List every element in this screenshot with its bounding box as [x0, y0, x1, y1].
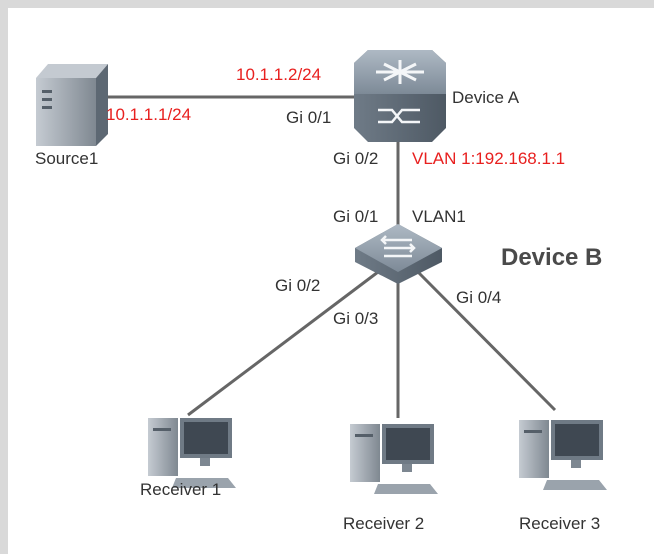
link-device-b-receiver-3	[416, 270, 557, 412]
source-name: Source1	[35, 149, 99, 168]
receiver-2-computer-icon	[350, 424, 438, 494]
device-b-name: Device B	[501, 244, 603, 271]
device-b-port-r1: Gi 0/2	[275, 276, 321, 295]
device-b-port-up: Gi 0/1	[333, 207, 379, 226]
device-a-port-down: Gi 0/2	[333, 149, 379, 168]
device-a-name: Device A	[452, 88, 520, 107]
receiver-2-name: Receiver 2	[343, 514, 425, 533]
switch-icon	[355, 224, 442, 284]
device-a-port-source: Gi 0/1	[286, 108, 332, 127]
receiver-1-name: Receiver 1	[140, 480, 222, 499]
device-b-vlan-label: VLAN1	[412, 207, 466, 226]
link-device-b-receiver-1	[187, 270, 379, 417]
server-icon	[36, 64, 108, 146]
receiver-3-computer-icon	[519, 420, 607, 490]
receiver-3-name: Receiver 3	[519, 514, 601, 533]
device-b-port-r3: Gi 0/4	[456, 288, 502, 307]
router-icon	[354, 50, 446, 142]
device-b-port-r2: Gi 0/3	[333, 309, 379, 328]
device-a-ip-label: 10.1.1.2/24	[236, 65, 322, 84]
source-ip-label: 10.1.1.1/24	[106, 105, 192, 124]
receiver-1-computer-icon	[148, 418, 236, 488]
device-a-vlan-label: VLAN 1:192.168.1.1	[412, 149, 566, 168]
